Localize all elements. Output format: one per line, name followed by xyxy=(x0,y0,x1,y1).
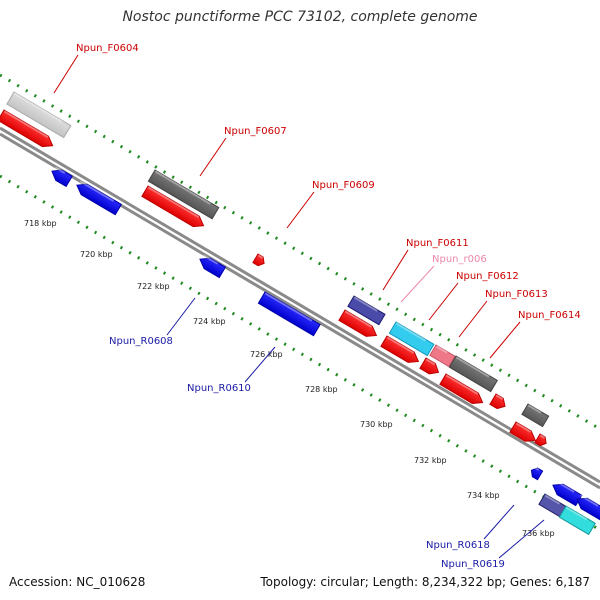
label-leader-line xyxy=(53,54,79,94)
gene-feature xyxy=(347,295,386,326)
gene-feature xyxy=(0,109,54,148)
gene-feature xyxy=(558,505,596,536)
gene-feature xyxy=(380,335,420,363)
gene-feature xyxy=(141,185,205,228)
gene-features xyxy=(0,91,600,536)
gene-label[interactable]: Npun_F0614 xyxy=(518,310,581,321)
tick-label: 726 kbp xyxy=(250,350,283,359)
genome-title: Nostoc punctiforme PCC 73102, complete g… xyxy=(122,9,478,25)
label-leader-line xyxy=(489,321,521,359)
gene-feature xyxy=(534,433,547,447)
gene-label[interactable]: Npun_F0609 xyxy=(312,180,375,191)
gene-feature xyxy=(388,321,435,357)
tick-label: 736 kbp xyxy=(522,529,555,538)
gene-feature xyxy=(439,373,484,404)
topology-summary: Topology: circular; Length: 8,234,322 bp… xyxy=(260,575,590,589)
label-leader-line xyxy=(244,346,276,383)
gene-label[interactable]: Npun_F0613 xyxy=(485,289,548,300)
tick-label: 728 kbp xyxy=(305,385,338,394)
label-leader-line xyxy=(382,249,409,291)
backbone-line xyxy=(0,126,600,484)
label-leader-line xyxy=(400,265,435,303)
gene-label[interactable]: Npun_F0607 xyxy=(224,126,287,137)
gene-feature xyxy=(199,254,227,279)
gene-feature xyxy=(51,166,73,188)
genome-backbone xyxy=(0,126,600,490)
gene-feature xyxy=(76,180,123,216)
tick-label: 732 kbp xyxy=(414,456,447,465)
coordinate-ticks: 718 kbp 720 kbp 722 kbp 724 kbp 726 kbp 728 k… xyxy=(24,219,555,538)
gene-feature xyxy=(147,169,220,220)
gene-feature xyxy=(530,466,544,481)
gene-feature xyxy=(489,393,506,410)
tick-label: 724 kbp xyxy=(193,317,226,326)
gene-feature xyxy=(429,344,456,368)
gene-feature xyxy=(448,355,499,393)
gene-label[interactable]: Npun_R0618 xyxy=(426,540,490,551)
gene-feature xyxy=(338,309,378,337)
tick-label: 734 kbp xyxy=(467,491,500,500)
gene-feature xyxy=(419,357,440,375)
tick-label: 718 kbp xyxy=(24,219,57,228)
label-leader-line xyxy=(428,282,459,321)
tick-label: 720 kbp xyxy=(80,250,113,259)
label-leader-line xyxy=(498,519,545,559)
label-leader-line xyxy=(166,297,196,336)
guide-line xyxy=(0,73,600,431)
gene-feature xyxy=(552,480,583,507)
gene-label[interactable]: Npun_R0610 xyxy=(187,383,251,394)
gene-labels: Npun_F0604Npun_F0607Npun_F0609Npun_F0611… xyxy=(53,43,581,570)
gene-feature xyxy=(521,403,550,428)
label-leader-line xyxy=(458,300,488,338)
tick-label: 722 kbp xyxy=(137,282,170,291)
label-leader-line xyxy=(199,137,227,177)
gene-label[interactable]: Npun_R0619 xyxy=(441,559,505,570)
gene-label[interactable]: Npun_F0612 xyxy=(456,271,519,282)
gene-label[interactable]: Npun_F0611 xyxy=(406,238,469,249)
label-leader-line xyxy=(483,504,515,540)
guide-lines xyxy=(0,73,600,532)
guide-line xyxy=(0,174,600,532)
accession-text: Accession: NC_010628 xyxy=(9,575,146,589)
gene-feature xyxy=(257,291,321,337)
label-leader-line xyxy=(286,191,315,229)
gene-label[interactable]: Npun_r006 xyxy=(432,254,487,265)
gene-feature xyxy=(6,91,72,139)
gene-feature xyxy=(576,494,600,521)
tick-label: 730 kbp xyxy=(360,420,393,429)
gene-label[interactable]: Npun_R0608 xyxy=(109,336,173,347)
gene-feature xyxy=(252,253,265,267)
gene-feature xyxy=(509,421,537,442)
gene-label[interactable]: Npun_F0604 xyxy=(76,43,139,54)
